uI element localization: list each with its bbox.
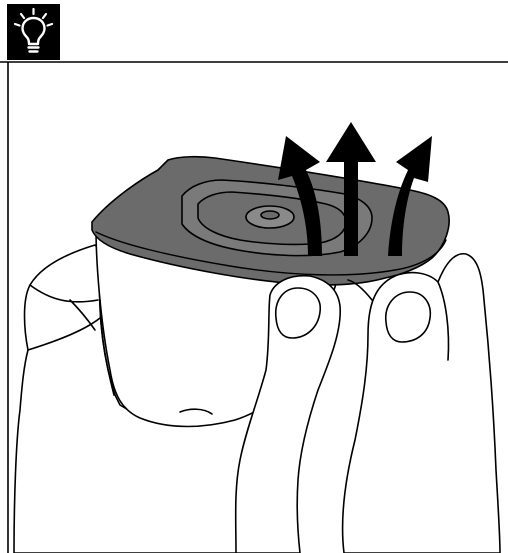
manual-page bbox=[0, 0, 508, 553]
lid-removal-illustration bbox=[0, 0, 508, 553]
